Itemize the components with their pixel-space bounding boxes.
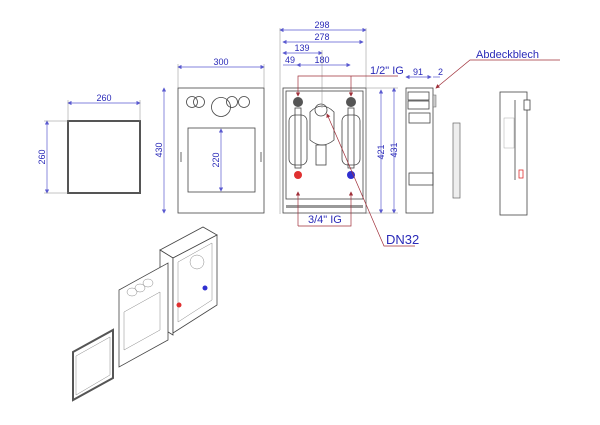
dn32-callout: DN32	[386, 232, 419, 247]
bottom-connection-callout: 3/4" IG	[308, 214, 342, 226]
panel-height-label: 430	[154, 142, 164, 157]
cover-thickness-label: 2	[438, 67, 443, 77]
dim-49: 49	[285, 55, 295, 65]
section-view	[499, 91, 531, 216]
cover-sheet-section	[452, 122, 461, 199]
dim-298: 298	[314, 20, 329, 30]
cover-frame	[67, 120, 141, 194]
cold-valve-icon	[347, 171, 355, 179]
frame-height-label: 260	[37, 149, 47, 164]
frame-width-label: 260	[96, 93, 111, 103]
front-panel-view: 300 430 220	[154, 57, 265, 214]
dim-139: 139	[294, 43, 309, 53]
dim-421: 421	[376, 144, 386, 159]
dim-431: 431	[389, 142, 399, 157]
abdeckblech-callout: Abdeckblech	[476, 49, 539, 61]
depth-label: 91	[413, 67, 423, 77]
cabinet-front-view: 298 278 139 49 180 421 431 1/2" IG 3/4" …	[279, 20, 419, 247]
hot-valve-icon	[294, 171, 302, 179]
opening-height-label: 220	[211, 152, 221, 167]
side-view: 91 2 Abdeckblech	[405, 49, 560, 214]
dim-278: 278	[314, 32, 329, 42]
panel-width-label: 300	[213, 57, 228, 67]
top-connection-callout: 1/2" IG	[370, 65, 404, 77]
isometric-view	[72, 226, 218, 402]
iso-front-panel	[118, 262, 169, 368]
iso-cover-frame	[72, 328, 114, 402]
cover-frame-view: 260 260	[37, 93, 141, 194]
